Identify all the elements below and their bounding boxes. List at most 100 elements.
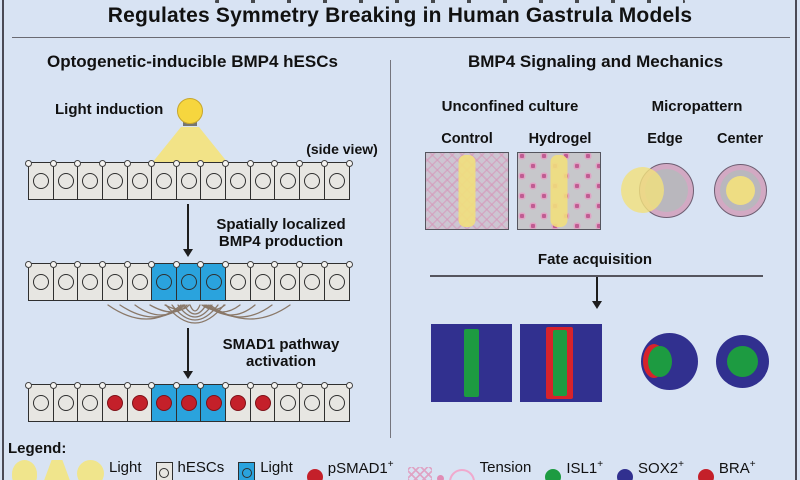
- dot-green-icon: [545, 469, 562, 480]
- cell-gray-icon: [155, 462, 173, 480]
- hesc-cell: [222, 382, 252, 422]
- nucleus: [33, 173, 50, 189]
- nucleus: [33, 274, 50, 290]
- legend-label: Light: [260, 459, 293, 476]
- bulb-icon: [12, 460, 37, 480]
- hesc-cell: [49, 160, 79, 200]
- fate-control-result: [431, 324, 512, 402]
- hesc-cell: [320, 261, 353, 301]
- hesc-cell: [98, 261, 129, 301]
- junction-dot: [49, 382, 57, 389]
- junction-dot: [197, 382, 205, 389]
- legend-item: Tension: [407, 457, 532, 480]
- nucleus: [328, 274, 345, 290]
- nucleus: [131, 274, 148, 290]
- dot-red-icon: [697, 469, 714, 480]
- fate-bracket-line: [430, 275, 763, 277]
- isl1-domain: [648, 346, 672, 377]
- hesc-cell: [246, 160, 276, 200]
- isl1-domain: [727, 346, 758, 377]
- hesc-cell: [271, 261, 301, 301]
- panel-divider: [390, 60, 391, 438]
- dot-navy-icon: [617, 469, 634, 480]
- hesc-cell: [246, 382, 276, 422]
- bmp4-production-line1: Spatially localized: [216, 216, 346, 233]
- junction-dot: [296, 261, 304, 268]
- psmad1-positive-nucleus: [107, 395, 124, 411]
- center-label: Center: [717, 131, 763, 147]
- psmad1-positive-nucleus: [156, 395, 173, 411]
- nucleus: [57, 274, 74, 290]
- nucleus: [57, 395, 74, 411]
- dot-pink-icon: [436, 475, 444, 480]
- hesc-cell: [98, 160, 129, 200]
- fate-acquisition-label: Fate acquisition: [537, 251, 653, 268]
- psmad1-positive-nucleus: [180, 395, 197, 411]
- hesc-cell: [49, 382, 79, 422]
- hesc-cell: [98, 382, 129, 422]
- light-stripe: [550, 155, 568, 227]
- junction-dot: [123, 261, 131, 268]
- cropped-title-line-remnant: [215, 0, 685, 3]
- legend-heading: Legend:: [8, 440, 67, 457]
- junction-dot: [222, 261, 230, 268]
- nucleus: [279, 395, 296, 411]
- junction-dot: [345, 261, 353, 268]
- nucleus: [82, 173, 99, 189]
- legend-label: hESCs: [177, 459, 225, 476]
- nucleus: [230, 274, 247, 290]
- junction-dot: [74, 261, 82, 268]
- junction-dot: [246, 160, 254, 167]
- nucleus: [205, 274, 222, 290]
- hesc-cell: [271, 160, 301, 200]
- cell-row-bmp4: [25, 261, 353, 301]
- legend-label: Tension: [479, 459, 532, 476]
- hesc-cell: [271, 382, 301, 422]
- nucleus: [107, 274, 124, 290]
- smad1-line2: activation: [245, 353, 317, 370]
- center-light-spot: [726, 176, 755, 205]
- light-activated-cell: [148, 261, 178, 301]
- light-induction-label: Light induction: [55, 101, 164, 118]
- nucleus: [180, 173, 197, 189]
- light-stripe: [458, 155, 476, 227]
- cone-icon: [42, 460, 72, 480]
- edge-light-spot: [621, 167, 664, 213]
- light-circle-icon: [77, 460, 104, 480]
- nucleus: [107, 173, 124, 189]
- junction-dot: [74, 382, 82, 389]
- junction-dot: [197, 261, 205, 268]
- junction-dot: [172, 382, 180, 389]
- legend-item: SOX2+: [617, 457, 684, 480]
- hesc-cell: [25, 160, 55, 200]
- junction-dot: [25, 160, 32, 167]
- isl1-stripe: [553, 330, 567, 396]
- hesc-cell: [25, 382, 55, 422]
- right-panel-title: BMP4 Signaling and Mechanics: [467, 52, 724, 71]
- light-bulb-icon: [152, 98, 228, 163]
- hesc-cell: [74, 261, 104, 301]
- left-panel-title: Optogenetic-inducible BMP4 hESCs: [47, 52, 338, 71]
- figure-left-border: [2, 0, 4, 480]
- junction-dot: [296, 382, 304, 389]
- hesc-cell: [74, 382, 104, 422]
- legend-item: ISL1+: [545, 457, 603, 480]
- micropattern-label: Micropattern: [651, 98, 743, 115]
- legend-item: pSMAD1+: [306, 457, 394, 480]
- dot-red-icon: [306, 469, 323, 480]
- hesc-cell: [320, 160, 353, 200]
- junction-dot: [320, 160, 328, 167]
- junction-dot: [98, 160, 106, 167]
- nucleus: [304, 274, 321, 290]
- nucleus: [33, 395, 50, 411]
- legend-item: BRA+: [697, 457, 756, 480]
- light-activated-cell: [197, 261, 227, 301]
- light-activated-cell: [197, 382, 227, 422]
- nucleus: [156, 274, 173, 290]
- cell-row-initial: [25, 160, 353, 200]
- hesc-cell: [222, 160, 252, 200]
- junction-dot: [148, 160, 156, 167]
- junction-dot: [296, 160, 304, 167]
- junction-dot: [98, 261, 106, 268]
- nucleus: [180, 274, 197, 290]
